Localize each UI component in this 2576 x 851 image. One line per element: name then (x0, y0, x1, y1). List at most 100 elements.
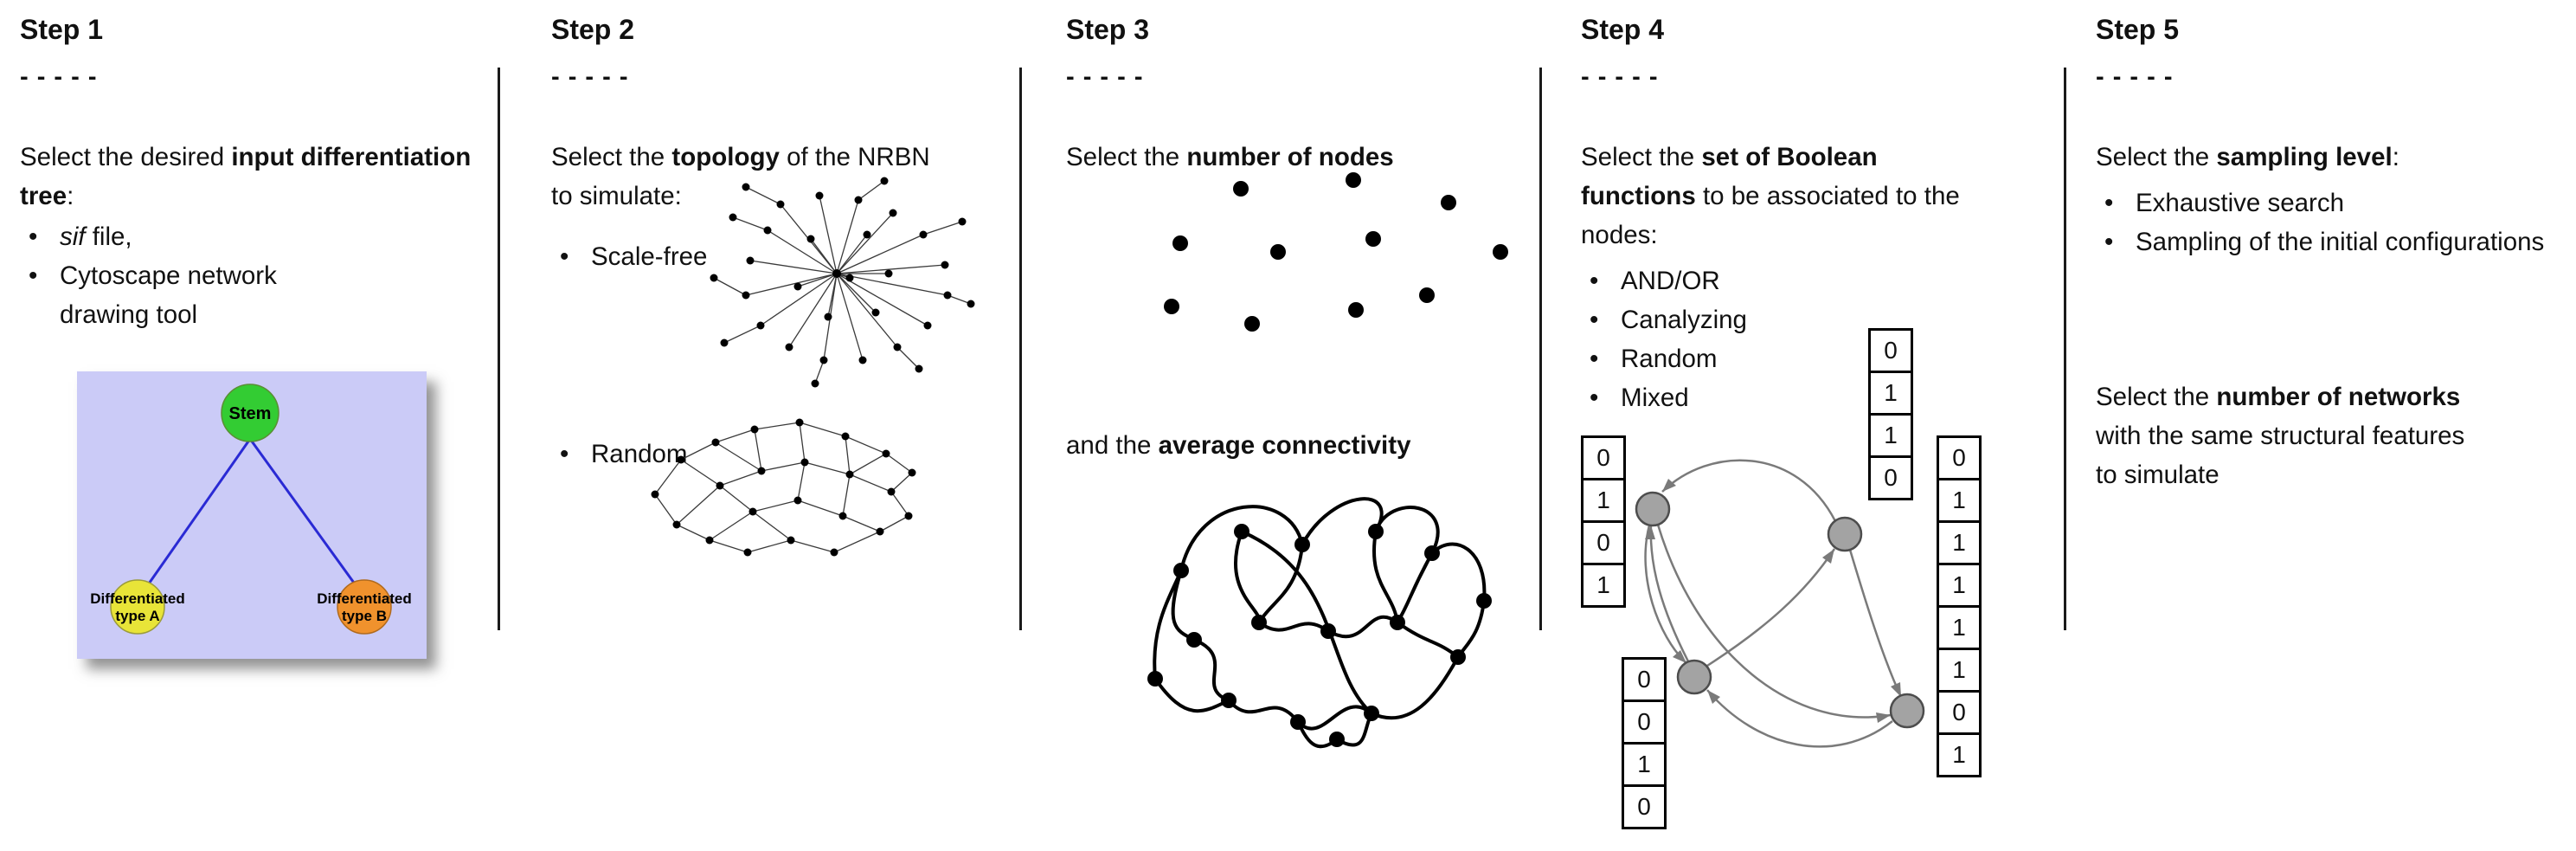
step5-intro-post: : (2392, 143, 2399, 171)
step1-intro-post: : (67, 182, 74, 210)
step2-intro-bold: topology (671, 143, 780, 171)
step3-column: Step 3 - - - - - Select the number of no… (1066, 14, 1525, 749)
truth-table-cell: 1 (1937, 605, 1982, 650)
step5-bullet-item: Sampling of the initial configurations (2096, 222, 2546, 261)
step4-intro-pre: Select the (1581, 143, 1702, 171)
step1-bullet-sif-file: sif file, (20, 217, 323, 256)
step1-title: Step 1 (20, 14, 104, 45)
column-divider (1539, 68, 1542, 630)
step4-bullet-item: Random (1581, 339, 2052, 378)
step3-title: Step 3 (1066, 14, 1150, 45)
truth-table-cell: 0 (1622, 784, 1667, 829)
step5-intro-bold: sampling level (2216, 143, 2393, 171)
truth-table-cell: 1 (1937, 732, 1982, 777)
scale-free-network-graphic (710, 177, 975, 388)
sif-italic: sif (60, 222, 86, 251)
truth-table-cell: 0 (1937, 690, 1982, 735)
step3-second-bold: average connectivity (1158, 431, 1411, 460)
truth-table-cell: 1 (1581, 478, 1626, 523)
truth-table-cell: 0 (1868, 328, 1913, 373)
boolean-network-svg (1635, 459, 1925, 748)
truth-table-cell: 1 (1937, 478, 1982, 523)
differentiated-type-b-node (337, 579, 392, 635)
truth-table-cell: 1 (1937, 520, 1982, 565)
step4-title: Step 4 (1581, 14, 1665, 45)
step3-intro-bold: number of nodes (1186, 143, 1394, 171)
step5-bullet-list: Exhaustive searchSampling of the initial… (2096, 184, 2546, 261)
boolean-network-edges (1644, 459, 1903, 748)
step4-dashes: - - - - - (1581, 63, 1659, 91)
boolean-network-arrowheads (1645, 479, 1901, 723)
boolean-network-nodes (1635, 491, 1925, 729)
step4-bullet-item: AND/OR (1581, 261, 2052, 300)
step5-column: Step 5 - - - - - Select the sampling lev… (2096, 14, 2576, 489)
step3-intro: Select the number of nodes (1066, 138, 1525, 177)
step5-second-post: with the same structural features to sim… (2096, 422, 2465, 489)
step1-bullet-cytoscape: Cytoscape network drawing tool (20, 256, 323, 334)
truth-table-cell: 0 (1581, 435, 1626, 480)
step3-connectivity-text: and the average connectivity (1066, 426, 1411, 465)
random-network-graphic (651, 418, 916, 557)
step5-second-bold: number of networks (2216, 383, 2461, 411)
tree-edges (139, 438, 364, 596)
connectivity-network-graphic (1147, 497, 1492, 749)
truth-table-cell: 1 (1937, 563, 1982, 608)
truth-table-cell: 0 (1622, 699, 1667, 745)
step2-dashes: - - - - - (551, 63, 629, 91)
step3-second-pre: and the (1066, 431, 1159, 460)
stem-node (221, 384, 279, 442)
step2-title: Step 2 (551, 14, 635, 45)
step3-dashes: - - - - - (1066, 63, 1144, 91)
step1-dashes: - - - - - (20, 63, 98, 91)
differentiated-type-a-node (110, 579, 165, 635)
step2-column: Step 2 - - - - - Select the topology of … (551, 14, 1001, 557)
step4-bullet-item: Mixed (1581, 378, 2052, 417)
column-divider (2064, 68, 2066, 630)
truth-table-cell: 0 (1622, 657, 1667, 702)
column-divider (1019, 68, 1022, 630)
step4-column: Step 4 - - - - - Select the set of Boole… (1581, 14, 2052, 829)
step5-intro-pre: Select the (2096, 143, 2217, 171)
step2-intro: Select the topology of the NRBN to simul… (551, 138, 949, 216)
step2-bullet-scale-free: Scale-free (551, 237, 707, 276)
step1-intro: Select the desired input differentiation… (20, 138, 487, 216)
step5-dashes: - - - - - (2096, 63, 2174, 91)
step4-bullet-item: Canalyzing (1581, 300, 2052, 339)
stem-label: Stem (229, 404, 272, 423)
step1-intro-pre: Select the desired (20, 143, 232, 171)
step4-intro-bold: set of Boolean functions (1581, 143, 1878, 210)
truth-table-cell: 1 (1622, 742, 1667, 787)
step2-intro-pre: Select the (551, 143, 672, 171)
truth-table-cell: 0 (1581, 520, 1626, 565)
truth-table-cell: 0 (1868, 455, 1913, 500)
step5-networks-text: Select the number of networks with the s… (2096, 377, 2472, 494)
step3-intro-pre: Select the (1066, 143, 1187, 171)
step4-bullet-list: AND/ORCanalyzingRandomMixed (1581, 261, 2052, 417)
sif-rest: file, (85, 222, 132, 251)
step1-column: Step 1 - - - - - Select the desired inpu… (20, 14, 487, 659)
step5-second-pre: Select the (2096, 383, 2217, 411)
step2-intro-post: of the NRBN to simulate: (551, 143, 930, 210)
step2-bullet-random: Random (551, 435, 688, 474)
truth-table-cell: 1 (1868, 371, 1913, 416)
step5-intro: Select the sampling level: (2096, 138, 2576, 177)
nodes-dots-graphic (1164, 172, 1508, 332)
step1-bullet-list: sif file, Cytoscape network drawing tool (20, 217, 323, 334)
step5-bullet-item: Exhaustive search (2096, 184, 2546, 222)
truth-table-cell: 0 (1937, 435, 1982, 480)
step1-intro-bold: input differentiation tree (20, 143, 472, 210)
step4-intro-post: to be associated to the nodes: (1581, 182, 1960, 249)
truth-table-cell: 1 (1868, 413, 1913, 458)
truth-table-cell: 1 (1581, 563, 1626, 608)
step5-title: Step 5 (2096, 14, 2180, 45)
truth-table-cell: 1 (1937, 648, 1982, 693)
